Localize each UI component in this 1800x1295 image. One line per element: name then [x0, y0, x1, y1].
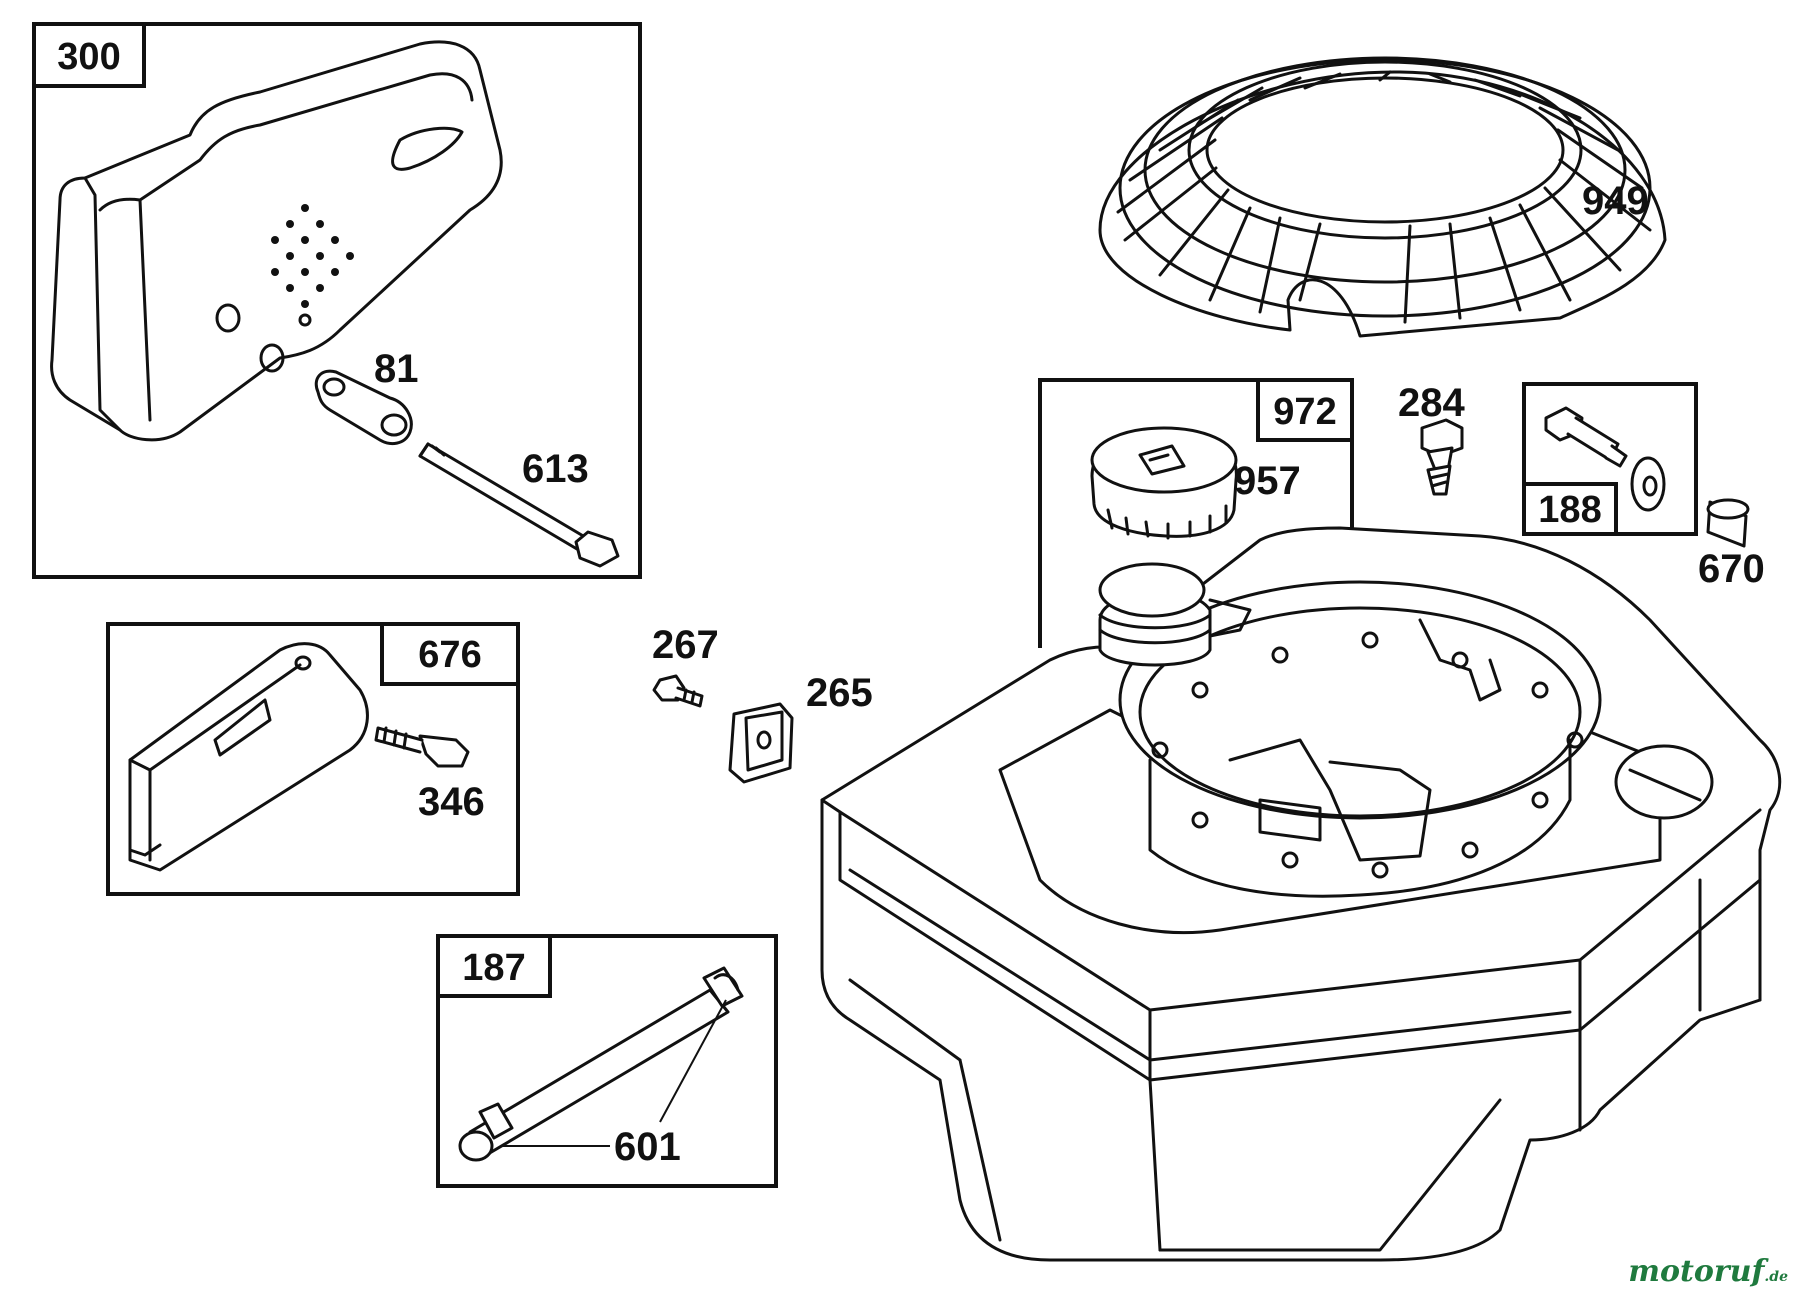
- box-972-label: 972: [1273, 391, 1336, 433]
- box-972-tag: [1256, 378, 1354, 442]
- label-81: 81: [374, 347, 419, 391]
- box-300-frame: [32, 22, 642, 579]
- screw-346: [374, 726, 470, 768]
- label-949: 949: [1582, 179, 1649, 223]
- box-187-label: 187: [462, 947, 525, 989]
- rewind-grille-949: [1098, 56, 1667, 338]
- screw-267: [652, 674, 704, 708]
- clip-265: [728, 702, 794, 784]
- tank-opening: [1118, 580, 1602, 898]
- box-300-group: 300 81: [32, 22, 642, 579]
- box-676-label: 676: [418, 634, 481, 676]
- label-957: 957: [1234, 459, 1301, 503]
- watermark-logo: motoruf.de: [1628, 1254, 1788, 1289]
- label-267: 267: [652, 623, 719, 667]
- box-676-tag: [380, 622, 520, 686]
- grille-rings: [1118, 56, 1652, 318]
- box-188-group: 188: [1522, 382, 1698, 536]
- fuel-cap-957: [1090, 426, 1238, 540]
- fuel-hose-drawing: [458, 966, 744, 1162]
- tank-side-hole: [1614, 744, 1714, 820]
- label-346: 346: [418, 780, 485, 824]
- watermark-tld: .de: [1764, 1269, 1788, 1285]
- box-188-label: 188: [1538, 489, 1601, 531]
- muffler-vent-holes: [271, 204, 354, 308]
- bolt-284: [1420, 418, 1464, 496]
- gasket-81: [314, 369, 413, 446]
- box-676-frame: [106, 622, 520, 896]
- label-284: 284: [1398, 381, 1465, 425]
- fuel-tank-drawing: [820, 526, 1782, 1262]
- box-187-group: 187 601: [436, 934, 778, 1188]
- leader-601-b: [659, 999, 727, 1123]
- box-300-label: 300: [57, 36, 120, 78]
- box-187-frame: [436, 934, 778, 1188]
- watermark-brand: motoruf: [1628, 1254, 1765, 1289]
- bolt-613: [418, 442, 620, 568]
- box-187-tag: [436, 934, 552, 998]
- box-972-frame: [1038, 378, 1354, 648]
- box-188-tag: [1522, 482, 1618, 536]
- tank-filler-neck: [1098, 562, 1252, 667]
- box-300-tag: [32, 22, 146, 88]
- box-676-group: 676 346: [106, 622, 520, 896]
- label-613: 613: [522, 447, 589, 491]
- label-670: 670: [1698, 547, 1765, 591]
- washer: [1630, 456, 1666, 512]
- box-972-group: 972 957: [1038, 378, 1354, 648]
- spacer-670: [1706, 498, 1750, 548]
- label-601: 601: [614, 1125, 681, 1169]
- bracket-drawing: [128, 642, 369, 872]
- tank-mount-bosses: [1151, 631, 1584, 879]
- shoulder-bolt: [1544, 406, 1628, 468]
- muffler-drawing: [50, 40, 503, 442]
- label-265: 265: [806, 671, 873, 715]
